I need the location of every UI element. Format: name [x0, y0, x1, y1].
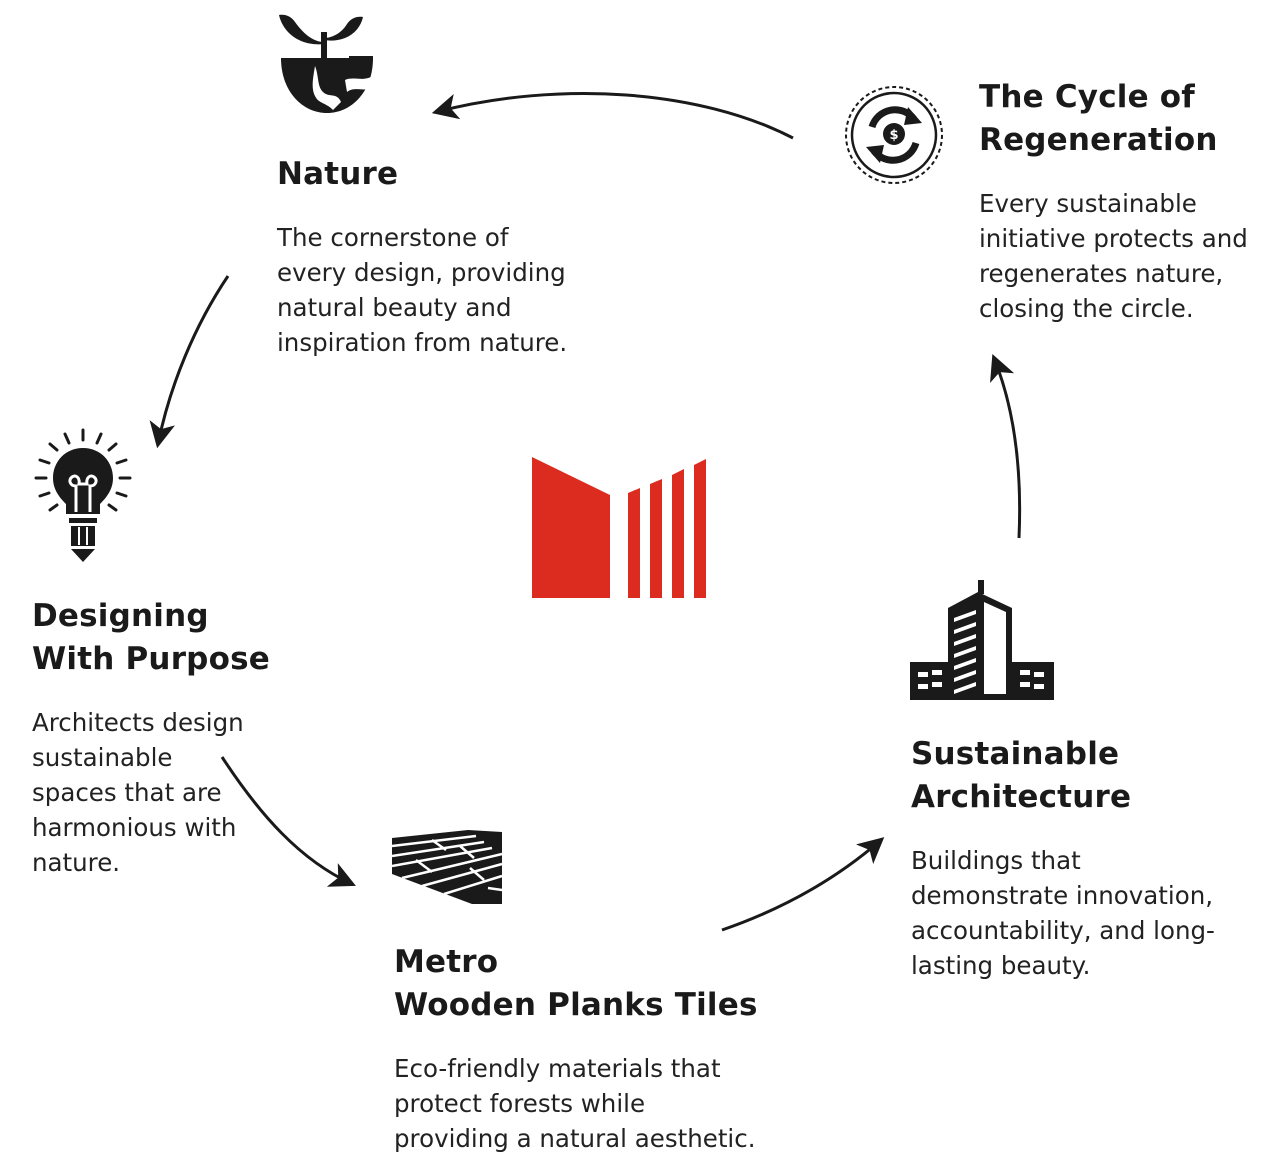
step-architecture: Sustainable Architecture Buildings that … — [911, 733, 1215, 983]
step-title: Sustainable Architecture — [911, 736, 1132, 815]
plant-globe-icon — [279, 14, 373, 113]
arrow-designing-to-metro — [220, 756, 356, 887]
step-metro: Metro Wooden Planks Tiles Eco-friendly m… — [394, 941, 758, 1156]
svg-text:$: $ — [889, 128, 898, 143]
step-description: Every sustainable initiative protects an… — [979, 189, 1248, 323]
step-nature: Nature The cornerstone of every design, … — [277, 153, 567, 360]
arrow-metro-to-architecture — [721, 837, 885, 932]
arrow-architecture-to-cycle — [990, 353, 1022, 539]
step-description: Architects design sustainable spaces tha… — [32, 708, 244, 877]
step-cycle: The Cycle of Regeneration Every sustaina… — [979, 76, 1248, 326]
arrow-nature-to-designing — [149, 275, 230, 449]
step-description: Buildings that demonstrate innovation, a… — [911, 846, 1215, 980]
wooden-planks-icon — [392, 830, 503, 904]
lightbulb-pencil-icon — [34, 428, 132, 562]
step-title: Nature — [277, 156, 399, 192]
step-title: Metro Wooden Planks Tiles — [394, 944, 758, 1023]
arrow-cycle-to-nature — [431, 92, 794, 140]
step-description: Eco-friendly materials that protect fore… — [394, 1054, 756, 1153]
step-title: The Cycle of Regeneration — [979, 79, 1218, 158]
step-description: The cornerstone of every design, providi… — [277, 223, 568, 357]
step-designing: Designing With Purpose Architects design… — [32, 595, 270, 880]
metro-logo-icon — [532, 457, 706, 598]
step-title: Designing With Purpose — [32, 598, 270, 677]
buildings-icon — [910, 580, 1054, 700]
recycle-money-icon: $ — [845, 86, 943, 184]
